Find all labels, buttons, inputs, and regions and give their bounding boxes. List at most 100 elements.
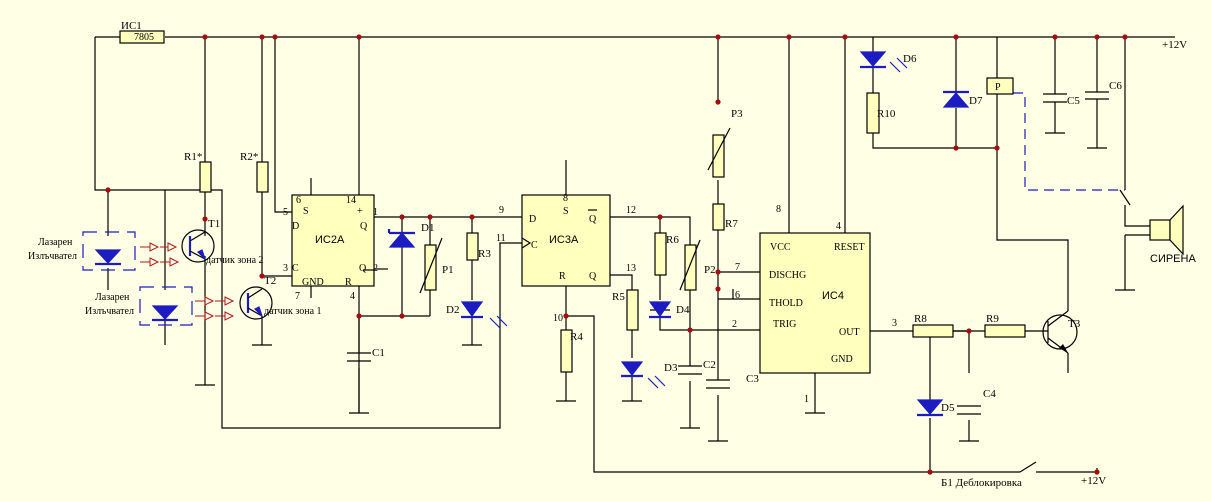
diode-d6 (859, 51, 887, 67)
label-c3: C3 (746, 373, 759, 385)
label-laser-bottom-2: Излъчвател (85, 306, 134, 317)
diode-d1 (388, 232, 416, 248)
capacitor-c2 (678, 365, 702, 375)
ic4-block (759, 232, 871, 374)
relay-link (1013, 92, 1125, 191)
pin-ic2-s: S (303, 206, 309, 217)
pin-ic3-13: 13 (626, 263, 636, 274)
label-d6: D6 (903, 53, 917, 65)
pin-ic2-r: R (345, 277, 352, 288)
pin-ic2-q: Q (360, 221, 368, 232)
label-laser-bottom-1: Лазарен (95, 292, 130, 303)
label-d4: D4 (676, 304, 690, 316)
label-d5: D5 (941, 402, 955, 414)
wires (94, 36, 1175, 473)
label-p1: P1 (442, 264, 454, 276)
regulator-7805 (119, 30, 165, 44)
label-c4: C4 (983, 388, 996, 400)
laser-beams (140, 242, 235, 321)
label-c1: C1 (372, 347, 385, 359)
label-ic1: ИС1 (121, 20, 142, 32)
capacitor-c3 (706, 379, 730, 389)
pin-ic2-5: 5 (283, 207, 288, 218)
pin-ic4-4: 4 (836, 221, 841, 232)
pin-ic3-8: 8 (563, 193, 568, 204)
transistor-t3 (1042, 310, 1078, 354)
label-reset-button: Б1 Деблокировка (941, 477, 1022, 489)
label-r3: R3 (478, 248, 491, 260)
pin-ic2-c: C (292, 263, 299, 274)
pin-ic3-10: 10 (553, 313, 563, 324)
resistor-r3 (466, 232, 479, 261)
pin-ic4-dischg: DISCHG (769, 270, 806, 281)
label-ic3: ИС3А (549, 234, 579, 246)
label-c2: C2 (703, 359, 716, 371)
diode-d3 (620, 361, 644, 376)
label-laser-top-2: Излъчвател (28, 251, 77, 262)
pin-ic3-9: 9 (499, 205, 504, 216)
label-t2: T2 (264, 275, 276, 287)
labels: ИС1 7805 R1* R2* T1 T2 датчик зона 2 дат… (28, 20, 1196, 489)
label-7805: 7805 (134, 32, 154, 43)
label-ic4: ИС4 (822, 290, 844, 302)
phototransistor-t1 (181, 229, 215, 263)
label-siren: СИРЕНА (1150, 253, 1196, 265)
pin-ic3-12: 12 (626, 205, 636, 216)
siren-icon (1149, 204, 1184, 256)
resistor-r2 (256, 161, 269, 193)
diodes (387, 51, 970, 417)
pin-ic4-2: 2 (732, 319, 737, 330)
pot-p2 (684, 244, 697, 291)
label-r1: R1* (184, 151, 202, 163)
resistor-r5 (626, 289, 639, 331)
label-r6: R6 (666, 234, 679, 246)
capacitors (347, 91, 1109, 415)
label-d2: D2 (446, 304, 459, 316)
resistor-r8 (912, 324, 954, 338)
pot-p3 (712, 134, 725, 178)
label-ic2: ИС2А (315, 234, 345, 246)
relay-box (986, 77, 1014, 95)
pin-ic2-plus: + (357, 206, 363, 217)
label-d3: D3 (664, 362, 678, 374)
pin-ic3-s: S (563, 206, 569, 217)
pin-ic3-qbar: Q (589, 214, 597, 225)
pin-ic2-14: 14 (346, 195, 356, 206)
diode-d5 (916, 399, 944, 415)
laser-emitter-top (82, 231, 136, 271)
pin-ic4-vcc: VCC (770, 242, 791, 253)
pin-ic2-qbar: Q (359, 263, 367, 274)
label-r9: R9 (986, 313, 999, 325)
resistor-r9 (984, 324, 1026, 338)
pin-ic4-thold: THOLD (769, 298, 803, 309)
pin-ic4-reset: RESET (834, 242, 865, 253)
label-p2: P2 (704, 264, 716, 276)
label-c6: C6 (1109, 80, 1122, 92)
resistor-r6 (654, 232, 667, 276)
label-d1: D1 (421, 222, 434, 234)
pin-ic2-2: 2 (373, 263, 378, 274)
pin-ic2-7: 7 (295, 291, 300, 302)
pin-ic4-8: 8 (776, 204, 781, 215)
label-vcc-top: +12V (1162, 39, 1187, 51)
diode-d7 (942, 92, 970, 108)
pin-ic4-6: 6 (735, 290, 740, 301)
pin-ic4-1: 1 (804, 394, 809, 405)
pin-ic2-4: 4 (350, 291, 355, 302)
junctions (105, 34, 1128, 475)
pin-ic3-c: C (531, 240, 538, 251)
capacitor-c4 (957, 405, 981, 415)
resistors (119, 30, 1026, 373)
label-t1: T1 (208, 218, 220, 230)
label-r7: R7 (725, 218, 738, 230)
phototransistor-t2 (239, 286, 273, 320)
pin-ic2-gnd: GND (302, 277, 324, 288)
pin-ic3-11: 11 (496, 233, 506, 244)
pin-ic4-trig: TRIG (773, 319, 796, 330)
pin-ic4-out: OUT (839, 327, 860, 338)
label-r4: R4 (570, 331, 583, 343)
pin-ic4-gnd: GND (831, 354, 853, 365)
pin-ic4-7: 7 (735, 262, 740, 273)
label-sensor-2: датчик зона 2 (206, 255, 264, 266)
